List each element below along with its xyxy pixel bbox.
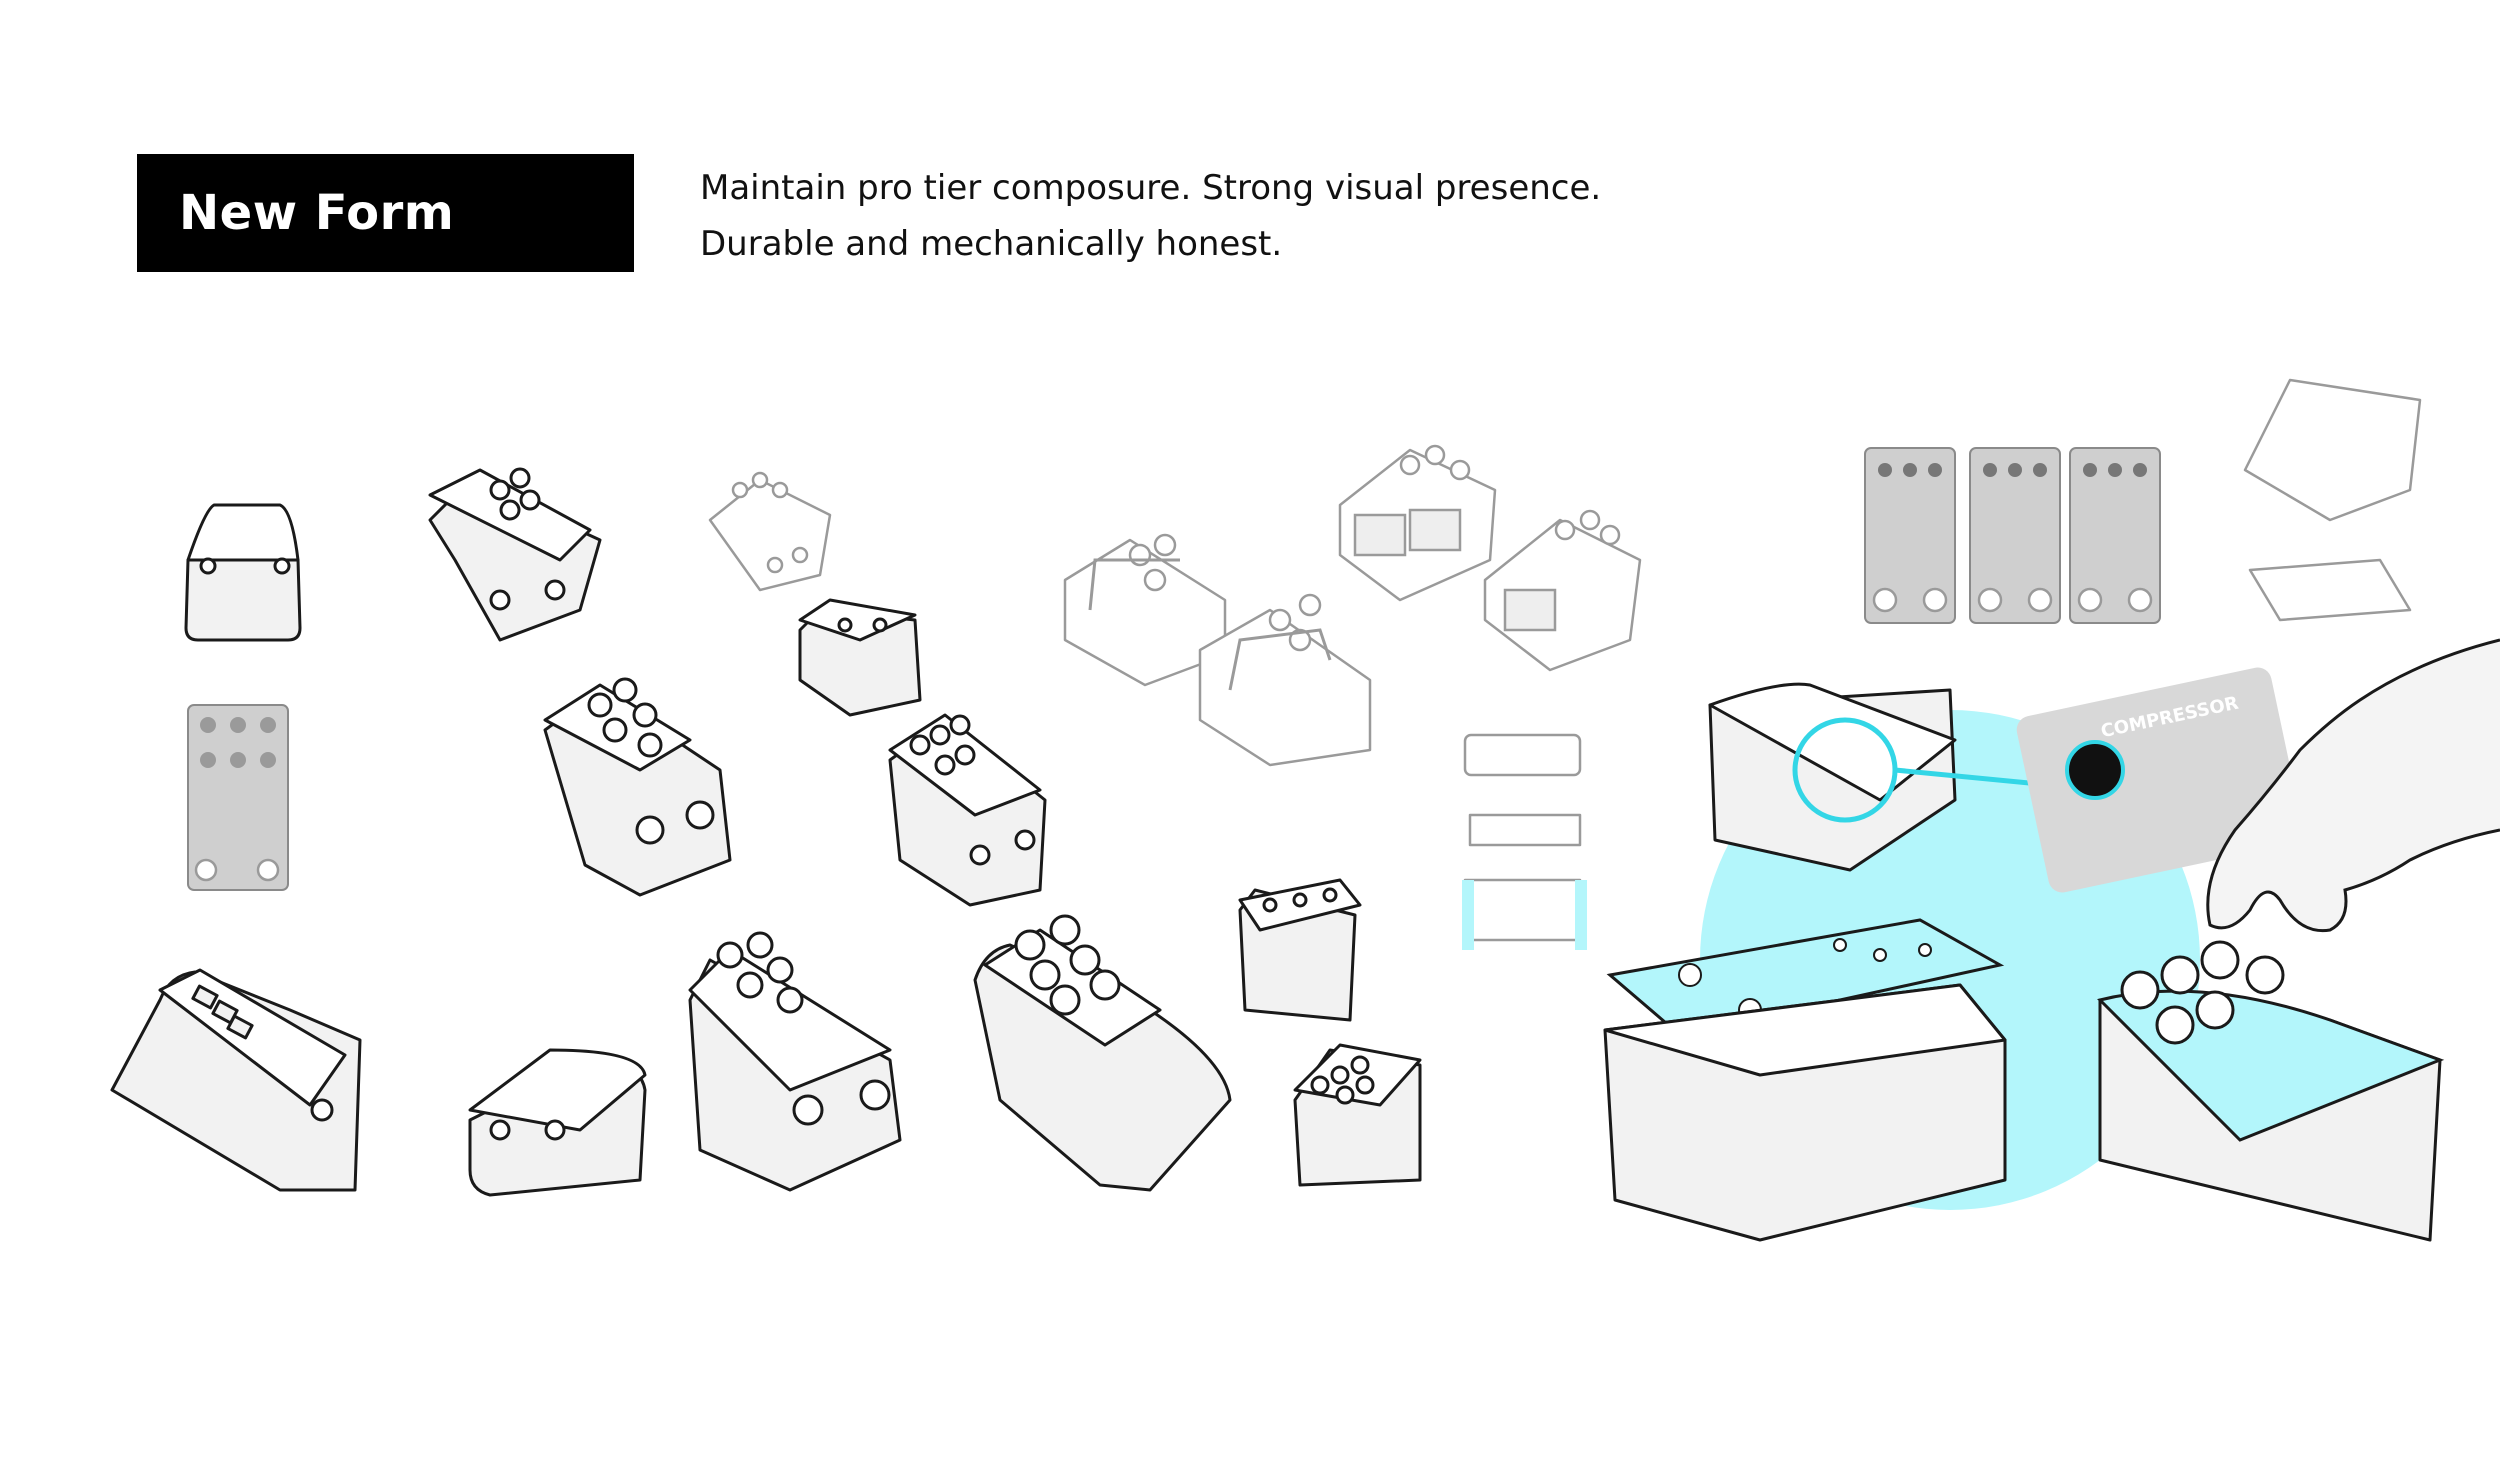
sketch-light-pedal-handle-2 xyxy=(1198,593,1372,767)
tagline-line-2: Durable and mechanically honest. xyxy=(700,224,1283,264)
sketch-light-pedal-switches xyxy=(1338,444,1497,602)
sketch-bumper-box xyxy=(798,598,922,717)
detail-callout-line xyxy=(1894,767,2051,788)
sketch-wedge-pedal-display xyxy=(110,968,362,1192)
pedal-renderings-row xyxy=(1864,447,2161,624)
tagline: Maintain pro tier composure. Strong visu… xyxy=(700,160,1700,272)
sketch-large-pedal-knobs xyxy=(543,677,732,897)
sketch-wedge-pedal-knobs xyxy=(428,467,602,642)
sketch-light-pedal-small xyxy=(708,471,832,592)
hand-sketch xyxy=(2206,638,2500,933)
sketch-lid-plate xyxy=(1606,918,2005,1037)
sketch-large-pedal-angled xyxy=(973,914,1232,1192)
page-title: New Form xyxy=(179,185,455,241)
tagline-line-1: Maintain pro tier composure. Strong visu… xyxy=(700,168,1602,208)
sketch-small-pedal-knobs xyxy=(1293,1043,1422,1187)
sketch-pedal-cyan-top xyxy=(2097,940,2445,1242)
sketch-bracket-pedal xyxy=(1238,878,1362,1022)
sketch-box-pedal-small xyxy=(184,503,302,642)
sketch-enclosure-exploded xyxy=(2243,378,2422,622)
sketch-exploded-layers xyxy=(1462,733,1587,950)
sketch-pedal-four-knobs xyxy=(888,713,1047,907)
sketch-rounded-pedal xyxy=(468,1048,647,1197)
sketch-light-pedal-switches-2 xyxy=(1483,509,1642,672)
sketch-pedal-front-bottom xyxy=(688,931,902,1192)
sketch-enclosure-base xyxy=(1603,983,2007,1242)
flat-pedal-rendering xyxy=(187,704,289,891)
sketch-light-pedal-handle xyxy=(1063,533,1227,687)
title-box: New Form xyxy=(137,154,634,272)
